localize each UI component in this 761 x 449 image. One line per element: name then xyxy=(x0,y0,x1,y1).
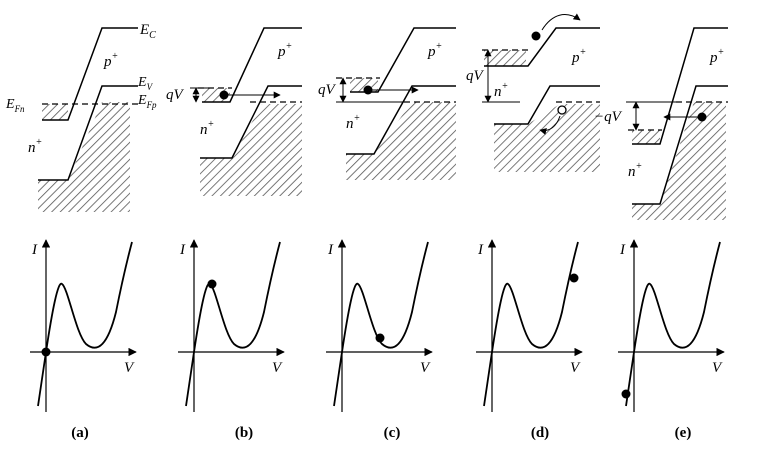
conduction-band-edge xyxy=(632,27,728,145)
valence-band-edge xyxy=(200,85,302,159)
qv-label: qV xyxy=(466,68,485,84)
neg-qv-label: −qV xyxy=(594,109,623,125)
p-plus-label: p+ xyxy=(277,41,292,60)
n-plus-label: n+ xyxy=(200,119,214,138)
electron xyxy=(531,31,541,41)
conduction-band-edge xyxy=(484,27,600,67)
n-plus-label: n+ xyxy=(494,81,508,100)
operating-point xyxy=(621,389,631,399)
band-diagram-d: qV p+ n+ xyxy=(466,13,600,172)
iv-curve xyxy=(185,241,281,407)
valence-band-edge xyxy=(38,85,138,181)
n-plus-label: n+ xyxy=(28,137,42,156)
caption-b: (b) xyxy=(235,425,253,441)
electron-diffusion-arrow xyxy=(541,13,581,31)
band-diagram-b: qV p+ n+ xyxy=(166,27,302,196)
v-axis-label: V xyxy=(272,360,283,376)
v-axis-label: V xyxy=(420,360,431,376)
ev-label: EV xyxy=(137,75,154,92)
caption-e: (e) xyxy=(675,425,692,441)
caption-c: (c) xyxy=(384,425,401,441)
caption-a: (a) xyxy=(71,425,89,441)
hole xyxy=(557,105,567,115)
electron xyxy=(363,85,373,95)
tunneling-electron xyxy=(219,90,229,100)
n-side-filled-states xyxy=(346,102,456,180)
p-plus-label: p+ xyxy=(103,51,118,70)
n-plus-label: n+ xyxy=(346,113,360,132)
iv-plot-4: IV xyxy=(476,239,583,412)
n-conduction-filled xyxy=(632,130,660,144)
band-diagram-e: −qV p+ n+ xyxy=(594,27,728,220)
iv-plot-3: IV xyxy=(326,239,433,412)
operating-point xyxy=(569,273,579,283)
iv-curve xyxy=(37,241,133,407)
n-side-filled-states xyxy=(38,102,130,212)
ec-label: EC xyxy=(139,22,156,41)
efp-label: EFp xyxy=(137,93,157,110)
i-axis-label: I xyxy=(179,242,186,258)
v-axis-label: V xyxy=(570,360,581,376)
operating-point xyxy=(375,333,385,343)
n-side-filled-states xyxy=(632,102,726,220)
n-side-filled-states xyxy=(200,104,302,196)
i-axis-label: I xyxy=(619,242,626,258)
hole-diffusion-arrow xyxy=(539,115,561,135)
valence-band-edge xyxy=(346,85,456,155)
n-side-filled-states xyxy=(494,104,600,172)
valence-band-edge xyxy=(494,85,600,125)
electron xyxy=(697,112,707,122)
iv-curve xyxy=(625,241,721,407)
iv-curve xyxy=(483,241,579,407)
operating-point xyxy=(207,279,217,289)
operating-point xyxy=(41,347,51,357)
caption-d: (d) xyxy=(531,425,549,441)
i-axis-label: I xyxy=(327,242,334,258)
conduction-band-edge xyxy=(42,27,138,121)
iv-plot-5: IV xyxy=(618,239,725,412)
p-plus-label: p+ xyxy=(571,47,586,66)
n-plus-label: n+ xyxy=(628,161,642,180)
qv-label: qV xyxy=(318,82,337,98)
n-conduction-filled xyxy=(484,50,526,66)
efn-label: EFn xyxy=(5,97,25,114)
valence-band-edge xyxy=(632,85,728,205)
iv-curve xyxy=(333,241,429,407)
band-diagram-a: EC p+ EV EFp EFn n+ xyxy=(5,22,157,212)
v-axis-label: V xyxy=(124,360,135,376)
conduction-band-edge xyxy=(202,27,302,103)
n-conduction-filled xyxy=(42,104,68,120)
i-axis-label: I xyxy=(477,242,484,258)
band-diagram-c: qV p+ n+ xyxy=(318,27,456,180)
p-plus-label: p+ xyxy=(427,41,442,60)
qv-label: qV xyxy=(166,87,185,103)
iv-plot-1: IV xyxy=(30,239,137,412)
i-axis-label: I xyxy=(31,242,38,258)
iv-plot-2: IV xyxy=(178,239,285,412)
v-axis-label: V xyxy=(712,360,723,376)
p-plus-label: p+ xyxy=(709,47,724,66)
